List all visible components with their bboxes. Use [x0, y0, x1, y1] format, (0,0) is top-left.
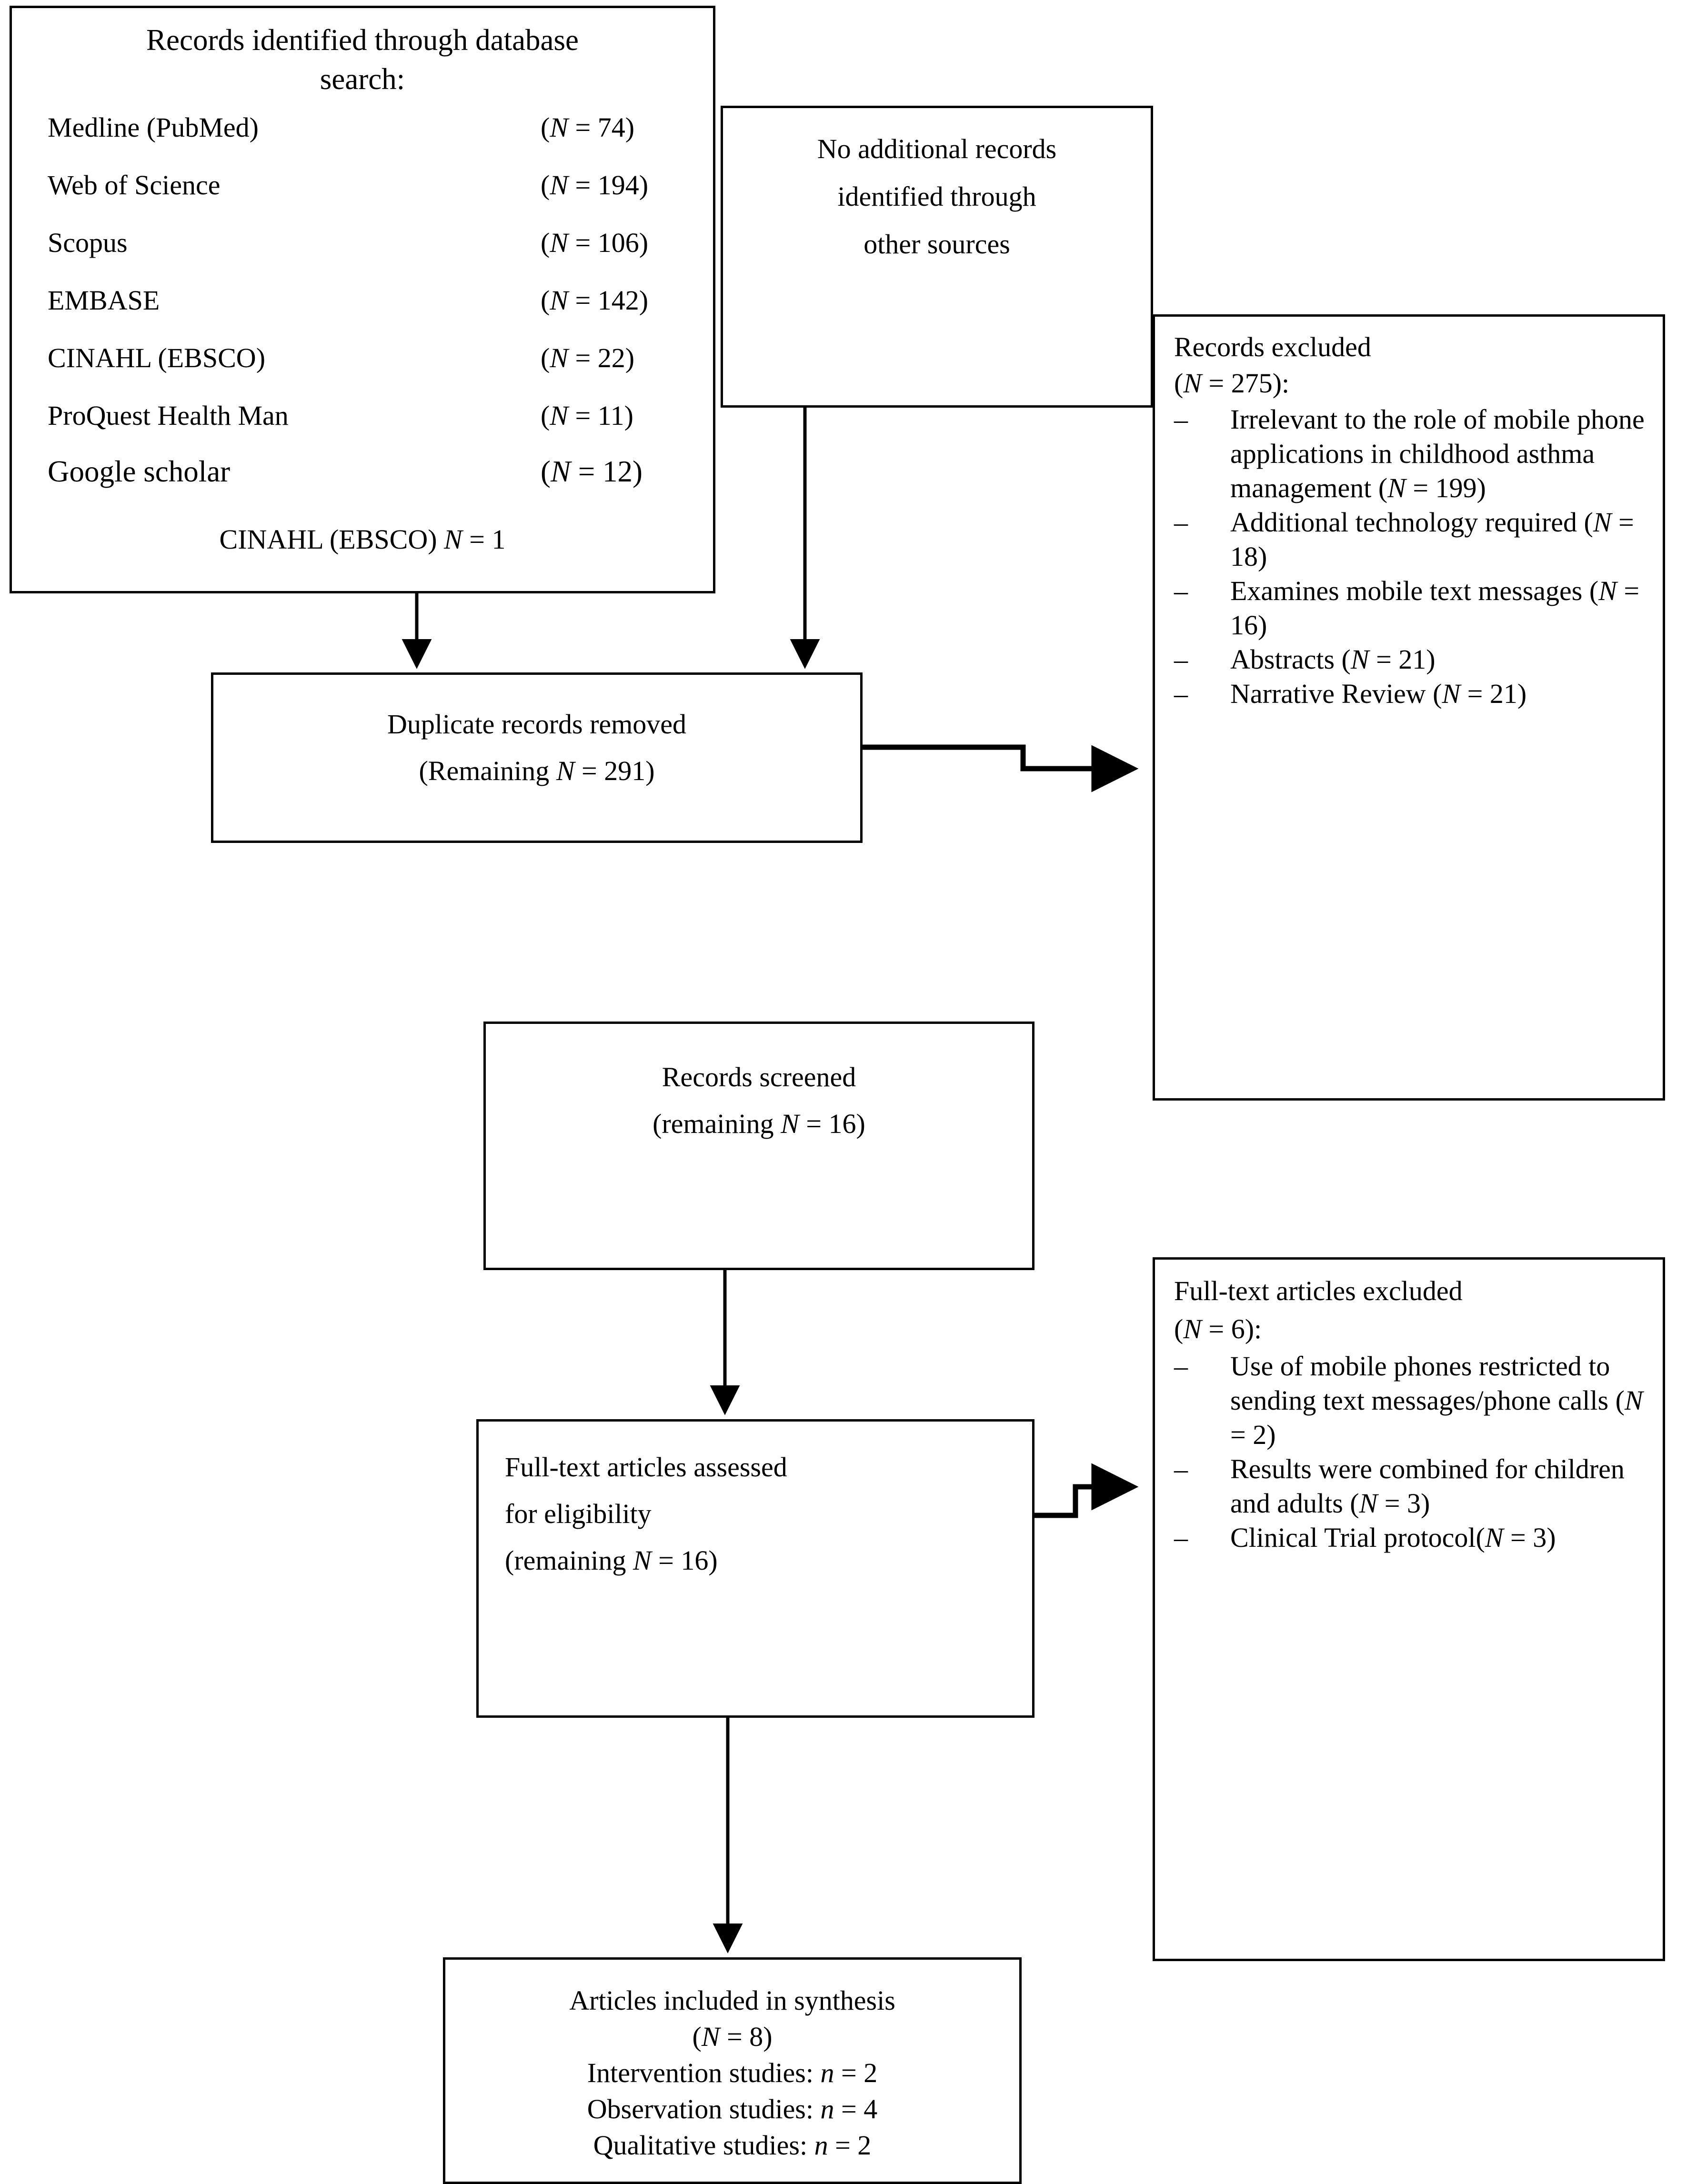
other-sources-line2: identified through — [837, 181, 1036, 212]
source-name-medline: Medline (PubMed) — [48, 112, 259, 143]
list-dash-icon: – — [1174, 678, 1188, 709]
source-name-web-of-science: Web of Science — [48, 170, 221, 200]
records-excluded-item: – Examines mobile text messages (N = 16) — [1174, 574, 1650, 642]
list-dash-icon: – — [1174, 1522, 1188, 1553]
duplicates-line1: Duplicate records removed — [387, 709, 687, 740]
records-excluded-item: – Abstracts (N = 21) — [1174, 642, 1650, 677]
records-excluded-heading: Records excluded — [1174, 331, 1371, 362]
duplicates-line2: (Remaining N = 291) — [419, 755, 655, 786]
eligibility-line1: Full-text articles assessed — [505, 1452, 787, 1483]
identification-title-line2: search: — [320, 62, 405, 96]
source-count-proquest: (N = 11) — [541, 400, 633, 431]
included-line1: Articles included in synthesis — [569, 1985, 895, 2016]
screened-box: Records screened (remaining N = 16) — [483, 1022, 1034, 1270]
records-excluded-total: (N = 275): — [1174, 368, 1290, 399]
list-dash-icon: – — [1174, 404, 1188, 435]
eligibility-line3: (remaining N = 16) — [505, 1545, 718, 1576]
included-line4: Observation studies: n = 4 — [587, 2094, 878, 2124]
source-count-cinahl: (N = 22) — [541, 342, 635, 373]
records-excluded-item-text: Irrelevant to the role of mobile phone a… — [1230, 404, 1645, 503]
fulltext-excluded-box: Full-text articles excluded (N = 6): – U… — [1153, 1257, 1665, 1961]
fulltext-excluded-item: – Results were combined for children and… — [1174, 1452, 1650, 1521]
source-name-embase: EMBASE — [48, 285, 160, 316]
included-box: Articles included in synthesis (N = 8) I… — [443, 1957, 1022, 2184]
fulltext-excluded-item-text: Use of mobile phones restricted to sendi… — [1230, 1351, 1643, 1450]
list-dash-icon: – — [1174, 575, 1188, 606]
records-excluded-list: – Irrelevant to the role of mobile phone… — [1174, 402, 1650, 711]
eligibility-line2: for eligibility — [505, 1498, 652, 1529]
source-count-medline: (N = 74) — [541, 112, 635, 143]
fulltext-excluded-item-text: Results were combined for children and a… — [1230, 1453, 1625, 1519]
source-name-cinahl: CINAHL (EBSCO) — [48, 342, 266, 373]
identification-footnote: CINAHL (EBSCO) N = 1 — [219, 524, 506, 555]
list-dash-icon: – — [1174, 644, 1188, 675]
connector-eligibility-to-fulltext-excluded — [1034, 1463, 1139, 1518]
other-sources-line1: No additional records — [817, 133, 1057, 164]
other-sources-box: No additional records identified through… — [721, 106, 1153, 408]
eligibility-box: Full-text articles assessed for eligibil… — [476, 1419, 1034, 1718]
source-name-proquest: ProQuest Health Man — [48, 400, 289, 431]
records-excluded-item-text: Examines mobile text messages (N = 16) — [1230, 575, 1640, 641]
included-line2: (N = 8) — [692, 2021, 773, 2052]
fulltext-excluded-heading: Full-text articles excluded — [1174, 1275, 1463, 1306]
records-excluded-item-text: Narrative Review (N = 21) — [1230, 678, 1527, 709]
records-excluded-item: – Narrative Review (N = 21) — [1174, 677, 1650, 711]
identification-box: Records identified through database sear… — [10, 6, 715, 593]
records-excluded-box: Records excluded (N = 275): – Irrelevant… — [1153, 314, 1665, 1101]
list-dash-icon: – — [1174, 1453, 1188, 1484]
fulltext-excluded-item: – Use of mobile phones restricted to sen… — [1174, 1349, 1650, 1452]
other-sources-line3: other sources — [864, 229, 1010, 260]
included-line3: Intervention studies: n = 2 — [587, 2057, 878, 2088]
source-name-google-scholar: Google scholar — [48, 455, 231, 488]
fulltext-excluded-total: (N = 6): — [1174, 1313, 1262, 1344]
duplicates-box: Duplicate records removed (Remaining N =… — [211, 672, 863, 843]
list-dash-icon: – — [1174, 1351, 1188, 1382]
list-dash-icon: – — [1174, 507, 1188, 538]
source-count-scopus: (N = 106) — [541, 227, 649, 258]
fulltext-excluded-item-text: Clinical Trial protocol(N = 3) — [1230, 1522, 1556, 1553]
identification-title-line1: Records identified through database — [146, 23, 579, 57]
included-line5: Qualitative studies: n = 2 — [593, 2130, 872, 2161]
source-count-web-of-science: (N = 194) — [541, 170, 649, 200]
connector-duplicates-to-records-excluded — [862, 744, 1139, 792]
screened-line1: Records screened — [662, 1062, 856, 1092]
screened-line2: (remaining N = 16) — [653, 1108, 865, 1139]
source-count-embase: (N = 142) — [541, 285, 649, 316]
records-excluded-item-text: Additional technology required (N = 18) — [1230, 507, 1634, 572]
records-excluded-item: – Irrelevant to the role of mobile phone… — [1174, 402, 1650, 505]
source-count-google-scholar: (N = 12) — [541, 455, 643, 488]
source-name-scopus: Scopus — [48, 227, 128, 258]
records-excluded-item-text: Abstracts (N = 21) — [1230, 644, 1436, 675]
fulltext-excluded-list: – Use of mobile phones restricted to sen… — [1174, 1349, 1650, 1555]
records-excluded-item: – Additional technology required (N = 18… — [1174, 505, 1650, 574]
fulltext-excluded-item: – Clinical Trial protocol(N = 3) — [1174, 1521, 1650, 1555]
